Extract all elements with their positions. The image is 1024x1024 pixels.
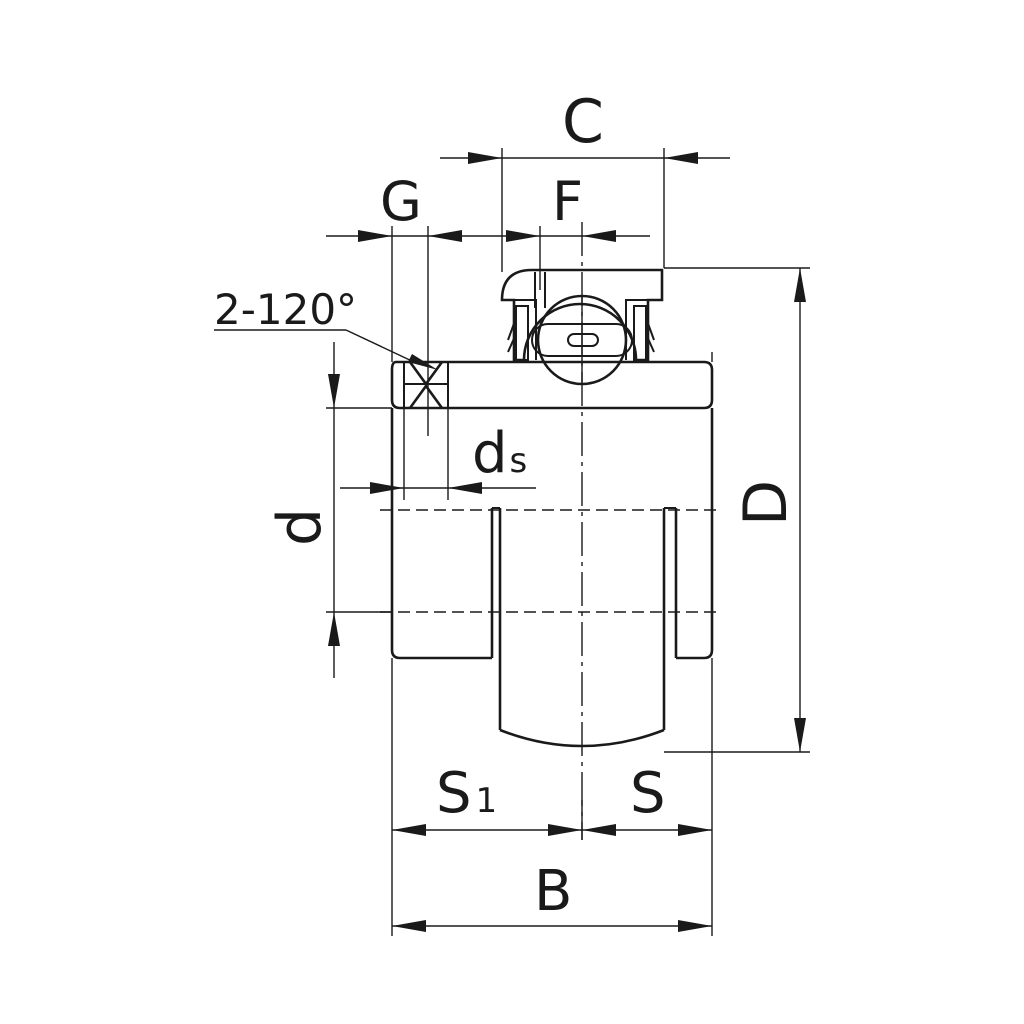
dimension-D <box>794 268 806 752</box>
dimension-b <box>392 920 712 932</box>
label-ds: ds <box>472 421 527 486</box>
set-screw <box>403 354 449 409</box>
lubrication-hole <box>534 272 546 308</box>
seal-right <box>633 305 655 361</box>
label-s: S <box>630 761 666 826</box>
inner-ring-section <box>390 360 714 410</box>
dimension-d <box>328 342 340 678</box>
label-ds-subscript: s <box>510 441 528 481</box>
angle-leader <box>214 329 415 363</box>
label-d: d <box>265 508 335 546</box>
dimension-g-f <box>326 230 650 242</box>
extension-lines <box>326 148 810 936</box>
dimension-c <box>440 152 730 164</box>
label-D: D <box>731 480 801 526</box>
label-b: B <box>534 859 572 924</box>
dimension-ds <box>340 482 536 494</box>
label-c: C <box>562 87 604 157</box>
inner-ring-body <box>380 408 720 748</box>
seal-left <box>507 305 529 361</box>
label-angle: 2-120° <box>214 285 357 334</box>
label-s1-subscript: 1 <box>476 781 498 821</box>
dimension-s1-s <box>392 824 712 836</box>
label-f: F <box>552 170 583 233</box>
label-g: G <box>380 170 422 233</box>
